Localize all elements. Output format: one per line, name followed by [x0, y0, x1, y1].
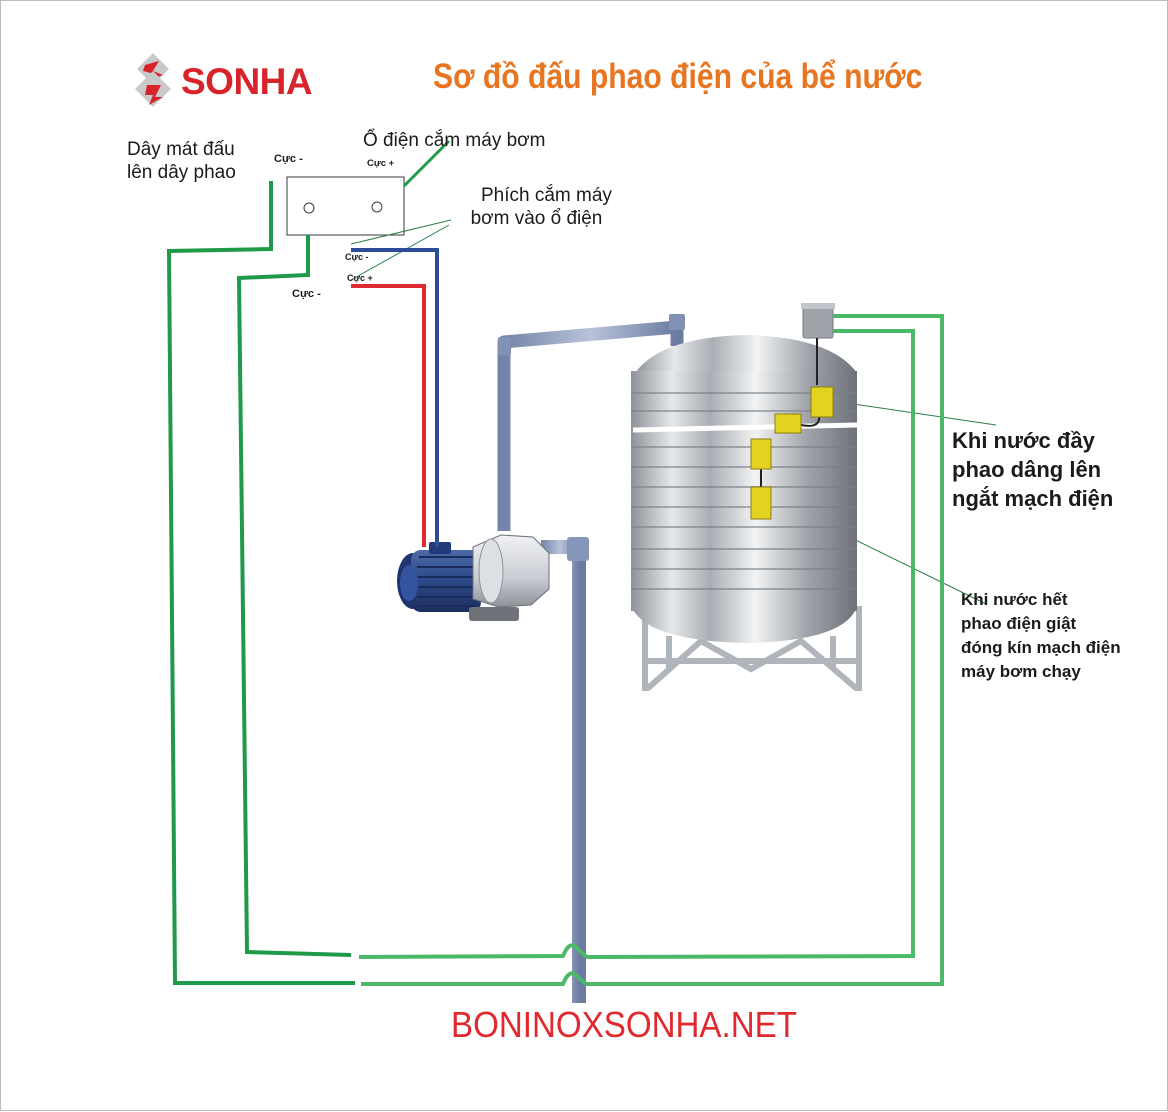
sonha-logo-icon [135, 53, 171, 107]
wire-negative-label: Cực - [292, 288, 321, 300]
socket-negative-label: Cực - [274, 153, 303, 165]
plug-wires [351, 248, 439, 547]
full-water-note-line3: ngắt mạch điện [952, 486, 1114, 511]
water-pipes [497, 314, 685, 1003]
empty-water-note-line2: phao điện giật [961, 614, 1077, 633]
pump-icon [397, 534, 550, 621]
leader-lines [350, 139, 997, 605]
plug-negative-label: Cực - [345, 252, 369, 262]
full-water-note-line1: Khi nước đầy [952, 428, 1095, 453]
diagram-title: Sơ đồ đấu phao điện của bể nước [433, 57, 923, 96]
empty-water-note-line4: máy bơm chạy [961, 662, 1081, 681]
ground-wire-label-line1: Dây mát đấu [127, 139, 235, 160]
socket-icon [286, 176, 405, 236]
plug-positive-label: Cực + [347, 273, 373, 283]
socket-label: Ổ điện cắm máy bơm [363, 130, 546, 151]
brand-name: SONHA [181, 61, 313, 102]
ground-wires [166, 181, 944, 986]
float-switch-icon [750, 338, 834, 520]
ground-wire-label: Dây mát đấu lên dây phao [127, 138, 236, 184]
website-label: BONINOXSONHA.NET [451, 1004, 797, 1045]
socket-positive-label: Cực + [367, 158, 395, 169]
plug-label-line2: bơm vào ổ điện [470, 208, 603, 229]
full-water-note-line2: phao dâng lên [952, 457, 1102, 482]
empty-water-note: Khi nước hết phao điện giật đóng kín mạc… [961, 588, 1121, 684]
water-tank-icon [631, 303, 862, 692]
empty-water-note-line3: đóng kín mạch điện [961, 638, 1121, 657]
full-water-note: Khi nước đầy phao dâng lên ngắt mạch điệ… [952, 426, 1113, 513]
empty-water-note-line1: Khi nước hết [961, 590, 1068, 609]
ground-wire-label-line2: lên dây phao [127, 162, 236, 183]
plug-label: Phích cắm máy bơm vào ổ điện [461, 184, 612, 230]
plug-label-line1: Phích cắm máy [481, 185, 612, 206]
